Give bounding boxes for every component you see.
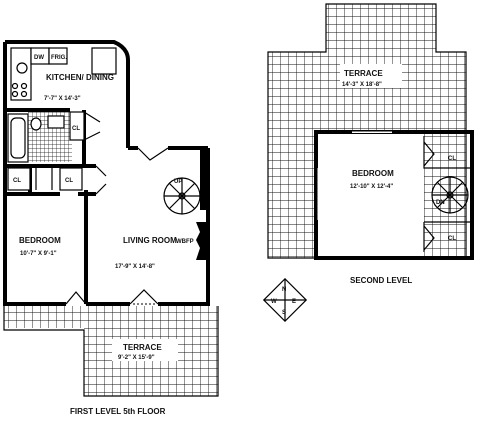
closet-label-hall: CL: [65, 178, 73, 184]
dishwasher-label: DW: [34, 55, 44, 61]
closet-label-lower: CL: [448, 236, 456, 242]
toilet: [30, 117, 42, 131]
second-level-plan: [267, 3, 474, 260]
compass-south: S: [282, 310, 286, 316]
bathroom: [7, 112, 72, 163]
first-level-plan: [3, 40, 219, 397]
compass-north: N: [282, 287, 286, 293]
bathtub: [7, 113, 29, 163]
first-level-terrace: [3, 306, 219, 397]
compass-west: W: [271, 299, 277, 305]
entry-door: [137, 147, 169, 161]
first-level-caption: FIRST LEVEL 5th FLOOR: [70, 407, 166, 416]
spiral-stair-second-level: [431, 176, 469, 214]
stairs-up-label: UP: [174, 179, 182, 185]
kitchen-name: KITCHEN/ DINING: [46, 73, 114, 82]
closet-label-bath: CL: [72, 126, 80, 132]
stairs-down-label: DN: [436, 200, 445, 206]
terrace-door: [129, 289, 159, 305]
closet-label-upper: CL: [448, 156, 456, 162]
fireplace-label: WBFP: [176, 239, 194, 245]
second-bedroom-size: 12'-10" X 12'-4": [350, 184, 393, 190]
fridge-label: FRIG.: [51, 55, 67, 61]
first-terrace-name: TERRACE: [123, 343, 162, 352]
fridge: [48, 47, 68, 65]
second-level-caption: SECOND LEVEL: [350, 276, 412, 285]
compass-icon: [262, 277, 308, 323]
bedroom-size: 10'-7" X 9'-1": [20, 251, 57, 257]
second-terrace-size: 14'-3" X 18'-8": [342, 82, 382, 88]
first-level-outer-wall: [5, 40, 130, 148]
spiral-stair-first-level: [163, 177, 201, 215]
fireplace-icon: [196, 222, 208, 260]
living-room-name: LIVING ROOM: [123, 236, 177, 245]
second-bedroom: [316, 132, 424, 258]
chimney-block: [200, 150, 210, 210]
vanity: [47, 115, 65, 129]
kitchen-size: 7'-7" X 14'-3": [44, 96, 81, 102]
living-room-size: 17'-9" X 14'-8": [115, 264, 155, 270]
closet-label-bedroom: CL: [13, 178, 21, 184]
sink-icon: [16, 62, 28, 74]
second-terrace-name: TERRACE: [344, 69, 383, 78]
first-terrace-size: 9'-2" X 15'-9": [118, 355, 155, 361]
bedroom-name: BEDROOM: [19, 236, 61, 245]
compass-east: E: [292, 299, 296, 305]
second-bedroom-name: BEDROOM: [352, 169, 394, 178]
